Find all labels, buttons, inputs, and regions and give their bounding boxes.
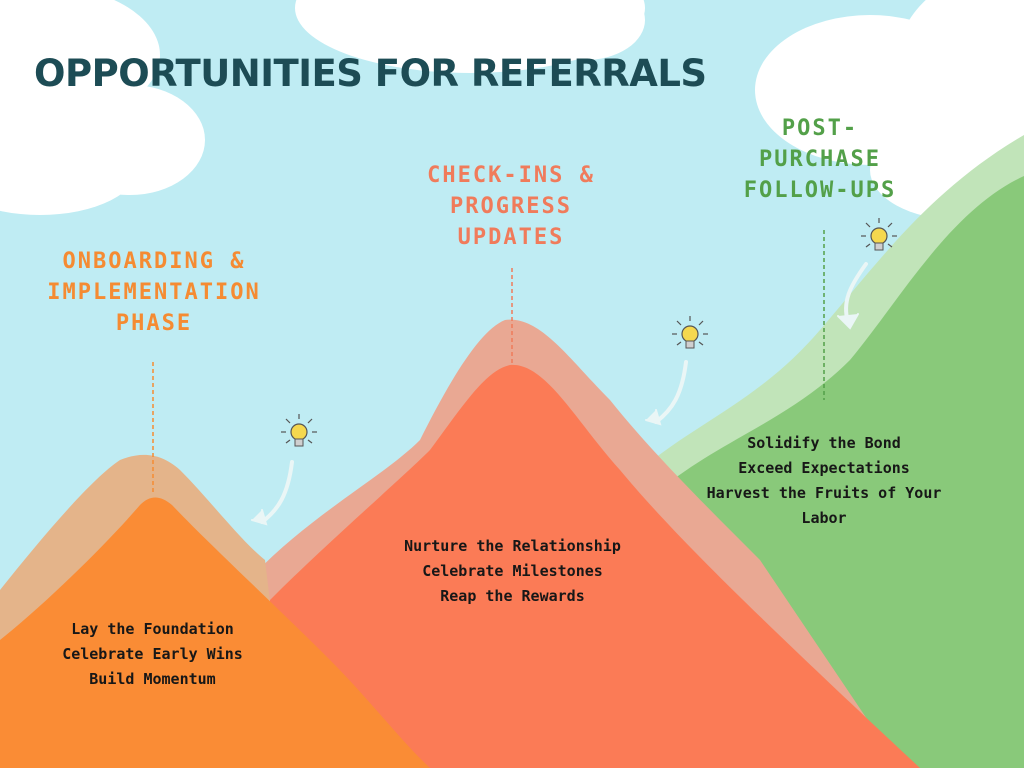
phase-title-line: PROGRESS	[450, 194, 572, 219]
curved-arrow-icon	[251, 460, 294, 526]
page-title: OPPORTUNITIES FOR REFERRALS	[34, 52, 707, 95]
list-item: Harvest the Fruits of Your	[706, 484, 942, 502]
phase-title-line: POST-	[781, 116, 859, 141]
mountain-check-ins	[270, 364, 920, 768]
phase-title-line: ONBOARDING &	[62, 249, 246, 274]
phase-title-line: IMPLEMENTATION	[47, 280, 261, 305]
list-item: Exceed Expectations	[738, 459, 910, 477]
phase-items-post-purchase: Solidify the Bond Exceed Expectations Ha…	[690, 431, 958, 531]
list-item: Build Momentum	[89, 670, 216, 688]
list-item: Nurture the Relationship	[404, 537, 621, 555]
list-item: Celebrate Milestones	[422, 562, 603, 580]
phase-title-check-ins: CHECK-INS & PROGRESS UPDATES	[386, 160, 636, 253]
phase-title-line: CHECK-INS &	[427, 163, 595, 188]
lightbulb-icon	[861, 218, 897, 251]
list-item: Solidify the Bond	[747, 434, 901, 452]
phase-title-post-purchase: POST- PURCHASE FOLLOW-UPS	[700, 113, 940, 206]
curved-arrow-icon	[837, 262, 868, 330]
curved-arrow-icon	[645, 360, 688, 426]
cloud-top-center	[295, 0, 645, 73]
list-item: Celebrate Early Wins	[62, 645, 243, 663]
lightbulb-icon	[672, 316, 708, 349]
phase-title-onboarding: ONBOARDING & IMPLEMENTATION PHASE	[14, 246, 294, 339]
cloud-top-left	[0, 0, 205, 215]
list-item: Lay the Foundation	[71, 620, 234, 638]
mountain-onboarding	[0, 497, 430, 768]
list-item: Reap the Rewards	[440, 587, 585, 605]
list-item: Labor	[801, 509, 847, 527]
phase-items-check-ins: Nurture the Relationship Celebrate Miles…	[380, 534, 645, 609]
phase-title-line: PHASE	[115, 311, 193, 336]
phase-title-line: FOLLOW-UPS	[743, 178, 897, 203]
phase-items-onboarding: Lay the Foundation Celebrate Early Wins …	[20, 617, 285, 692]
phase-title-line: UPDATES	[457, 225, 565, 250]
phase-title-line: PURCHASE	[759, 147, 881, 172]
lightbulb-icon	[281, 414, 317, 447]
